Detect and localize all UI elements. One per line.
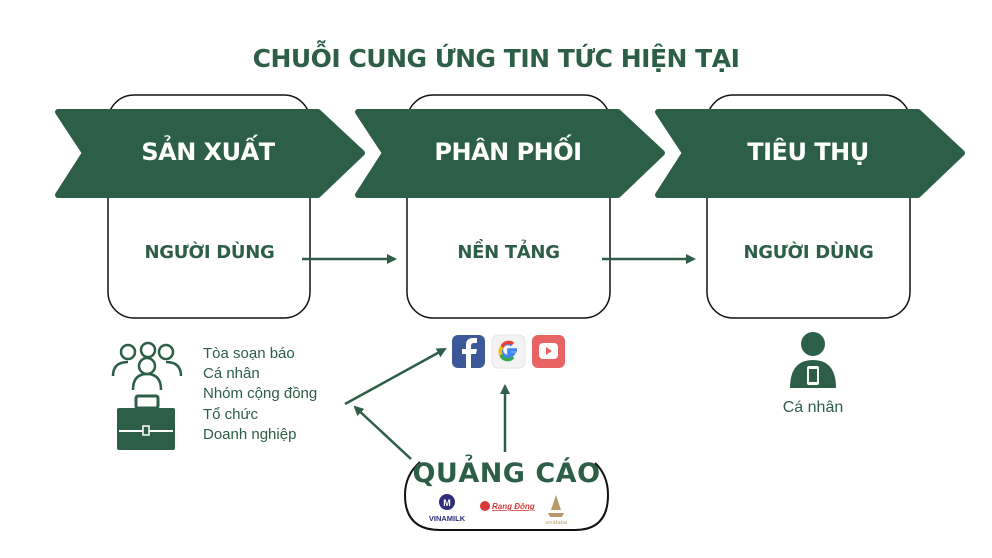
svg-text:M: M [443,498,451,508]
actor-distribution: NỀN TẢNG [457,242,560,263]
arrow-ads-to-producers [353,405,412,460]
stage-label-distribution: PHÂN PHỐI [434,138,582,166]
facebook-icon[interactable] [452,335,485,368]
svg-text:VINAMILK: VINAMILK [429,514,466,523]
rang-dong-logo: Rạng Đông [480,501,535,511]
advertising-label: QUẢNG CÁO [412,458,601,489]
producer-item: Tổ chức [203,406,259,423]
advertising-oval [403,461,610,531]
actor-production: NGƯỜI DÙNG [144,242,275,263]
svg-text:Rạng Đông: Rạng Đông [492,502,535,511]
actor-consumption: NGƯỜI DÙNG [743,242,874,263]
people-group-icon [111,341,183,391]
producer-item: Doanh nghiệp [203,426,297,443]
google-icon[interactable] [491,334,526,369]
chevron-consumption [655,109,965,198]
briefcase-icon [117,394,175,450]
arrow-producers-to-platforms [344,347,447,406]
producer-item: Nhóm cộng đồng [203,385,318,402]
chevron-distribution [355,109,665,198]
producer-item: Cá nhân [203,365,260,382]
producer-item: Tòa soạn báo [203,345,295,362]
page-title: CHUỖI CUNG ỨNG TIN TỨC HIỆN TẠI [252,44,740,73]
vinamilk-logo: M VINAMILK [429,494,466,523]
chevron-production [55,109,365,198]
stage-label-consumption: TIÊU THỤ [747,138,869,166]
youtube-icon[interactable] [532,335,565,368]
person-icon [790,332,836,388]
stage-label-production: SẢN XUẤT [141,138,275,166]
svg-text:vinataba: vinataba [545,520,567,526]
consumer-label: Cá nhân [782,399,844,416]
vinataba-logo: vinataba [545,495,567,526]
